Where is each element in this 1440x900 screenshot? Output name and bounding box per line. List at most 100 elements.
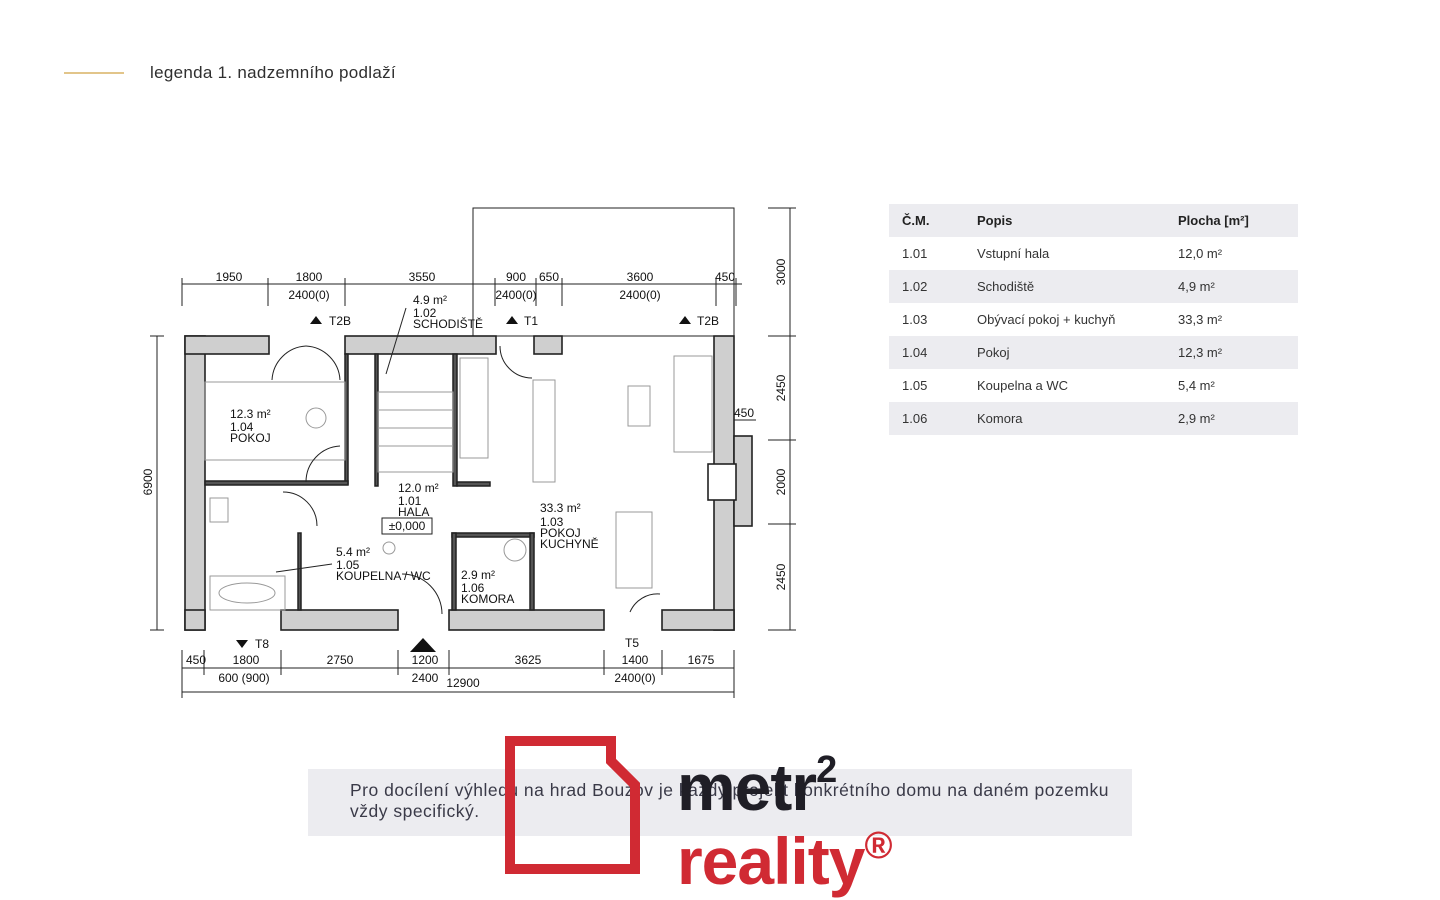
room-name-6: KOMORA	[461, 592, 514, 606]
col-header-area: Plocha [m²]	[1165, 204, 1298, 237]
watermark-logo: metr2 reality®	[505, 735, 945, 895]
dim-top-3: 3550	[409, 270, 436, 284]
page-title: legenda 1. nadzemního podlaží	[150, 63, 396, 82]
room-name-5: KOUPELNA / WC	[336, 569, 431, 583]
dim-right-2: 2450	[774, 374, 788, 401]
dim-bottom-11: 2400(0)	[614, 671, 655, 685]
room-name-3: HALA	[398, 505, 429, 519]
dim-right-3: 2000	[774, 468, 788, 495]
floor-plan: 1950 1800 3550 900 650 3600 450 2400(0) …	[130, 200, 810, 705]
dim-bottom-6: 1400	[622, 653, 649, 667]
cell-area: 33,3 m²	[1178, 312, 1223, 327]
wall-north-2	[344, 335, 497, 355]
logo-text-reality: reality®	[677, 824, 892, 898]
level-marker-box	[381, 517, 433, 535]
dim-top-7: 450	[715, 270, 735, 284]
dim-top-4: 900	[506, 270, 526, 284]
header-accent-line	[64, 72, 124, 74]
dim-right-1: 3000	[774, 258, 788, 285]
info-note: Pro docílení výhledu na hrad Bouzov je k…	[308, 769, 1132, 836]
logo-text-metr: metr2	[677, 749, 837, 824]
level-marker: ±0,000	[389, 519, 426, 533]
room-table: Č.M. Popis Plocha [m²] 1.01 Vstupní hala…	[889, 204, 1298, 435]
room-area-4: 33.3 m²	[540, 501, 581, 515]
cell-area: 12,3 m²	[1165, 336, 1298, 369]
cell-description: Koupelna a WC	[977, 378, 1069, 393]
cell-area: 5,4 m²	[1178, 378, 1215, 393]
dim-top-2: 1800	[296, 270, 323, 284]
table-row: 1.02 Schodiště 4,9 m²	[889, 270, 1298, 303]
cell-area: 2,9 m²	[1165, 402, 1298, 435]
cell-area: 4,9 m²	[1165, 270, 1298, 303]
window-label-4: T8	[255, 637, 269, 651]
room-num-6: 1.06	[461, 581, 485, 595]
dim-top-6: 3600	[627, 270, 654, 284]
cell-number: 1.02	[889, 270, 964, 303]
dim-bottom-7: 1675	[688, 653, 715, 667]
dim-left: 6900	[141, 468, 155, 495]
dim-bottom-10: 12900	[446, 676, 480, 690]
table-row: 1.05 Koupelna a WC 5,4 m²	[889, 369, 1298, 402]
cell-number: 1.01	[902, 246, 928, 261]
wall-south-3	[448, 609, 605, 631]
cell-number: 1.06	[889, 402, 964, 435]
cell-number: 1.05	[902, 378, 928, 393]
col-header-description: Popis	[964, 204, 1165, 237]
table-row: 1.04 Pokoj 12,3 m²	[889, 336, 1298, 369]
room-area-1: 4.9 m²	[413, 293, 447, 307]
dim-bottom-2: 1800	[233, 653, 260, 667]
table-row: 1.06 Komora 2,9 m²	[889, 402, 1298, 435]
dim-bottom-4: 1200	[412, 653, 439, 667]
cell-description: Pokoj	[964, 336, 1165, 369]
dim-top-10: 2400(0)	[619, 288, 660, 302]
dim-right-5: 450	[734, 406, 754, 420]
wall-south-4	[661, 609, 735, 631]
window-label-5: T5	[625, 636, 639, 650]
room-num-4: 1.03	[540, 515, 564, 529]
terrace-outline	[472, 207, 735, 337]
floor-plan-drawing: 1950 1800 3550 900 650 3600 450 2400(0) …	[141, 207, 796, 698]
wall-north-1	[184, 335, 270, 355]
table-row: 1.01 Vstupní hala 12,0 m²	[889, 237, 1298, 270]
room-name-4b: KUCHYNĚ	[540, 536, 599, 551]
room-name-2: POKOJ	[230, 431, 271, 445]
wall-west	[184, 335, 206, 631]
dim-bottom-5: 3625	[515, 653, 542, 667]
room-area-3: 12.0 m²	[398, 481, 439, 495]
info-note-text: Pro docílení výhledu na hrad Bouzov je k…	[350, 780, 1109, 821]
room-name-4: POKOJ	[540, 526, 581, 540]
window-label-1: T2B	[329, 314, 351, 328]
window-label-2: T1	[524, 314, 538, 328]
dim-top-5: 650	[539, 270, 559, 284]
room-num-2: 1.04	[230, 420, 254, 434]
dim-top-9: 2400(0)	[495, 288, 536, 302]
dim-bottom-9: 2400	[412, 671, 439, 685]
dim-bottom-8: 600 (900)	[218, 671, 269, 685]
dim-right-4: 2450	[774, 563, 788, 590]
cell-area: 12,0 m²	[1178, 246, 1223, 261]
col-header-number: Č.M.	[889, 204, 964, 237]
room-area-5: 5.4 m²	[336, 545, 370, 559]
window-label-3: T2B	[697, 314, 719, 328]
dim-bottom-3: 2750	[327, 653, 354, 667]
room-area-6: 2.9 m²	[461, 568, 495, 582]
wall-south-1	[184, 609, 206, 631]
cell-description: Vstupní hala	[977, 246, 1050, 261]
dim-top-1: 1950	[216, 270, 243, 284]
room-num-3: 1.01	[398, 494, 422, 508]
wall-north-3	[533, 335, 563, 355]
table-row: 1.03 Obývací pokoj + kuchyň 33,3 m²	[889, 303, 1298, 336]
cell-number: 1.04	[889, 336, 964, 369]
room-num-5: 1.05	[336, 558, 360, 572]
cell-description: Komora	[964, 402, 1165, 435]
logo-mark-icon	[505, 736, 640, 874]
page-header: legenda 1. nadzemního podlaží	[64, 60, 396, 86]
cell-description: Obývací pokoj + kuchyň	[977, 312, 1116, 327]
room-num-1: 1.02	[413, 306, 437, 320]
cell-number: 1.03	[902, 312, 928, 327]
wall-south-2	[280, 609, 399, 631]
cell-description: Schodiště	[964, 270, 1165, 303]
dim-bottom-1: 450	[186, 653, 206, 667]
room-name-1: SCHODIŠTĚ	[413, 316, 483, 331]
room-area-2: 12.3 m²	[230, 407, 271, 421]
